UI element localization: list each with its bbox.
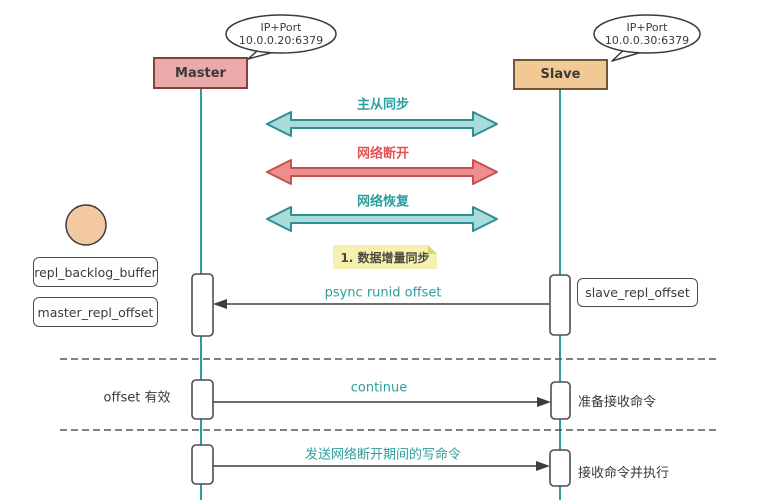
master-activation-2 xyxy=(191,379,214,420)
master-label: Master xyxy=(175,65,226,81)
slave-label: Slave xyxy=(540,67,581,82)
slave-activation-3 xyxy=(549,449,571,487)
slave-repl-offset-box: slave_repl_offset xyxy=(577,278,698,307)
master-ip-line2: 10.0.0.20:6379 xyxy=(238,34,324,47)
phase-label-sync: 主从同步 xyxy=(356,97,410,113)
repl-backlog-buffer-box: repl_backlog_buffer xyxy=(33,257,158,287)
incremental-sync-note-text: 1. 数据增量同步 xyxy=(340,250,430,265)
master-actor-box: Master xyxy=(153,57,248,89)
slave-activation-2 xyxy=(550,381,571,420)
ready-receive-label: 准备接收命令 xyxy=(578,395,657,410)
slave-actor-box: Slave xyxy=(513,59,608,90)
slave-ip-line2: 10.0.0.30:6379 xyxy=(604,34,690,47)
reconnect-double-arrow xyxy=(266,206,498,232)
master-ip-bubble-text: IP+Port 10.0.0.20:6379 xyxy=(239,21,323,47)
message-continue-label: continue xyxy=(350,380,408,396)
phase-label-disconnect: 网络断开 xyxy=(356,146,410,162)
master-activation-1 xyxy=(191,273,214,337)
note-fold-corner xyxy=(428,245,437,254)
master-ip-line1: IP+Port xyxy=(260,21,302,34)
receive-execute-label: 接收命令并执行 xyxy=(578,466,670,481)
message-psync-arrow xyxy=(213,299,549,309)
slave-ip-bubble-text: IP+Port 10.0.0.30:6379 xyxy=(605,21,689,47)
slave-ip-line1: IP+Port xyxy=(626,21,668,34)
sync-double-arrow xyxy=(266,111,498,137)
backlog-buffer-circle xyxy=(65,204,107,246)
message-write-commands-label: 发送网络断开期间的写命令 xyxy=(304,447,462,463)
master-repl-offset-label: master_repl_offset xyxy=(37,304,154,320)
master-repl-offset-box: master_repl_offset xyxy=(33,297,158,327)
message-psync-label: psync runid offset xyxy=(324,285,442,301)
incremental-sync-note: 1. 数据增量同步 xyxy=(333,245,437,269)
slave-activation-1 xyxy=(549,274,571,336)
slave-repl-offset-label: slave_repl_offset xyxy=(585,285,690,300)
disconnect-double-arrow xyxy=(266,159,498,185)
slave-ip-bubble xyxy=(593,14,701,62)
repl-backlog-buffer-label: repl_backlog_buffer xyxy=(34,264,157,280)
master-activation-3 xyxy=(191,444,214,485)
offset-valid-label: offset 有效 xyxy=(103,390,171,406)
phase-label-reconnect: 网络恢复 xyxy=(356,194,410,210)
message-write-commands-arrow xyxy=(213,461,550,471)
message-continue-arrow xyxy=(213,397,551,407)
master-ip-bubble xyxy=(225,14,337,60)
